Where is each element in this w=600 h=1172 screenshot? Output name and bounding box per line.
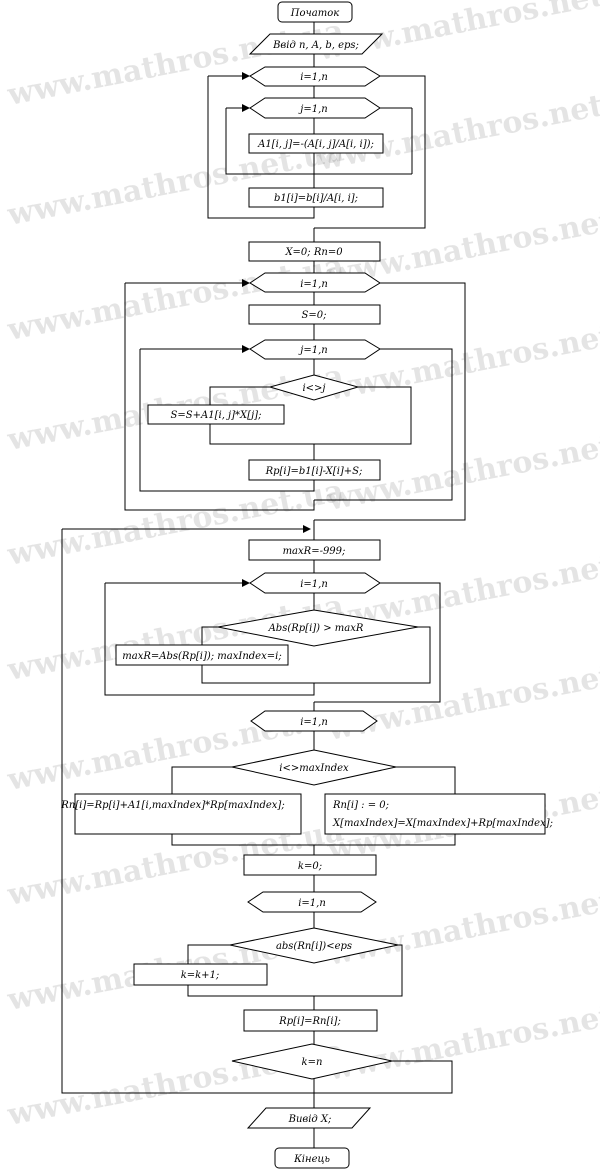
cond-abs-rn-decision: abs(Rn[i])<eps (229, 927, 399, 964)
rp-assign-box: Rp[i]=b1[i]-X[i]+S; (248, 459, 381, 481)
watermark-text: www.mathros.net.ua (324, 873, 600, 973)
watermark-text: www.mathros.net.ua (4, 248, 347, 348)
cond-abs-rp-decision: Abs(Rp[i]) > maxR (217, 609, 419, 647)
watermark-text: www.mathros.net.ua (324, 648, 600, 748)
loop-j-2: j=1,n (249, 339, 381, 360)
rp-copy-label: Rp[i]=Rn[i]; (278, 1016, 341, 1027)
k-inc-box: k=k+1; (133, 963, 268, 986)
b1-assign-label: b1[i]=b[i]/A[i, i]; (274, 193, 358, 204)
maxr-init-box: maxR=-999; (248, 539, 381, 561)
output-parallelogram: Вивід X; (246, 1107, 372, 1129)
init-x-box: X=0; Rn=0 (248, 241, 381, 262)
cond-maxindex-decision: i<>maxIndex (231, 749, 397, 786)
loop-i-2-label: i=1,n (300, 279, 328, 290)
maxr-update-label: maxR=Abs(Rp[i]); maxIndex=i; (122, 651, 281, 662)
maxr-update-box: maxR=Abs(Rp[i]); maxIndex=i; (115, 644, 289, 666)
watermark-text: www.mathros.net.ua (314, 78, 600, 178)
b1-assign-box: b1[i]=b[i]/A[i, i]; (248, 187, 384, 208)
end-label: Кінець (293, 1154, 330, 1165)
rn-zero-label-1: Rn[i] : = 0; (332, 800, 389, 811)
k-init-box: k=0; (243, 854, 377, 876)
loop-i-5-label: i=1,n (298, 898, 326, 909)
cond-k-n-decision: k=n (231, 1043, 393, 1080)
start-label: Початок (290, 8, 339, 19)
loop-j-2-label: j=1,n (298, 345, 327, 356)
loop-j-1: j=1,n (249, 97, 381, 119)
loop-i-1-label: i=1,n (300, 72, 328, 83)
s-init-label: S=0; (302, 310, 327, 321)
rn-zero-box: Rn[i] : = 0; X[maxIndex]=X[maxIndex]+Rp[… (324, 793, 553, 835)
cond-abs-rn-label: abs(Rn[i])<eps (276, 941, 352, 952)
a1-assign-box: A1[i, j]=-(A[i, j]/A[i, i]); (248, 133, 384, 154)
a1-assign-label: A1[i, j]=-(A[i, j]/A[i, i]); (257, 139, 374, 150)
loop-i-4-label: i=1,n (300, 717, 328, 728)
s-init-box: S=0; (248, 304, 381, 325)
loop-i-4: i=1,n (250, 710, 378, 732)
watermark-text: www.mathros.net.ua (324, 988, 600, 1088)
watermark-layer: www.mathros.net.ua www.mathros.net.ua ww… (4, 0, 600, 1133)
cond-i-ne-j-decision: i<>j (268, 374, 360, 401)
rn-zero-label-2: X[maxIndex]=X[maxIndex]+Rp[maxIndex]; (332, 818, 553, 829)
k-init-label: k=0; (298, 861, 322, 872)
loop-i-1: i=1,n (249, 66, 381, 87)
cond-maxindex-label: i<>maxIndex (279, 763, 349, 774)
loop-i-2: i=1,n (249, 272, 381, 293)
cond-abs-rp-label: Abs(Rp[i]) > maxR (268, 623, 364, 634)
cond-i-ne-j-label: i<>j (302, 383, 325, 394)
end-terminator: Кінець (274, 1147, 350, 1169)
maxr-init-label: maxR=-999; (283, 546, 346, 557)
start-terminator: Початок (277, 1, 353, 23)
loop-j-1-label: j=1,n (298, 104, 327, 115)
k-inc-label: k=k+1; (181, 970, 220, 981)
s-accum-label: S=S+A1[i, j]*X[j]; (171, 410, 262, 421)
loop-i-5: i=1,n (247, 891, 377, 913)
rp-copy-box: Rp[i]=Rn[i]; (243, 1009, 378, 1032)
loop-i-3-label: i=1,n (300, 579, 328, 590)
input-label: Ввід n, A, b, eps; (272, 40, 359, 51)
rn-assign-box: Rn[i]=Rp[i]+A1[i,maxIndex]*Rp[maxIndex]; (60, 793, 302, 835)
input-parallelogram: Ввід n, A, b, eps; (248, 33, 384, 55)
loop-i-3: i=1,n (249, 572, 381, 594)
s-accum-box: S=S+A1[i, j]*X[j]; (147, 404, 285, 425)
rn-assign-label: Rn[i]=Rp[i]+A1[i,maxIndex]*Rp[maxIndex]; (60, 800, 284, 811)
init-x-label: X=0; Rn=0 (284, 247, 343, 258)
output-label: Вивід X; (288, 1114, 332, 1125)
rp-assign-label: Rp[i]=b1[i]-X[i]+S; (265, 466, 363, 477)
connectors (61, 22, 466, 1148)
cond-k-n-label: k=n (302, 1057, 323, 1068)
